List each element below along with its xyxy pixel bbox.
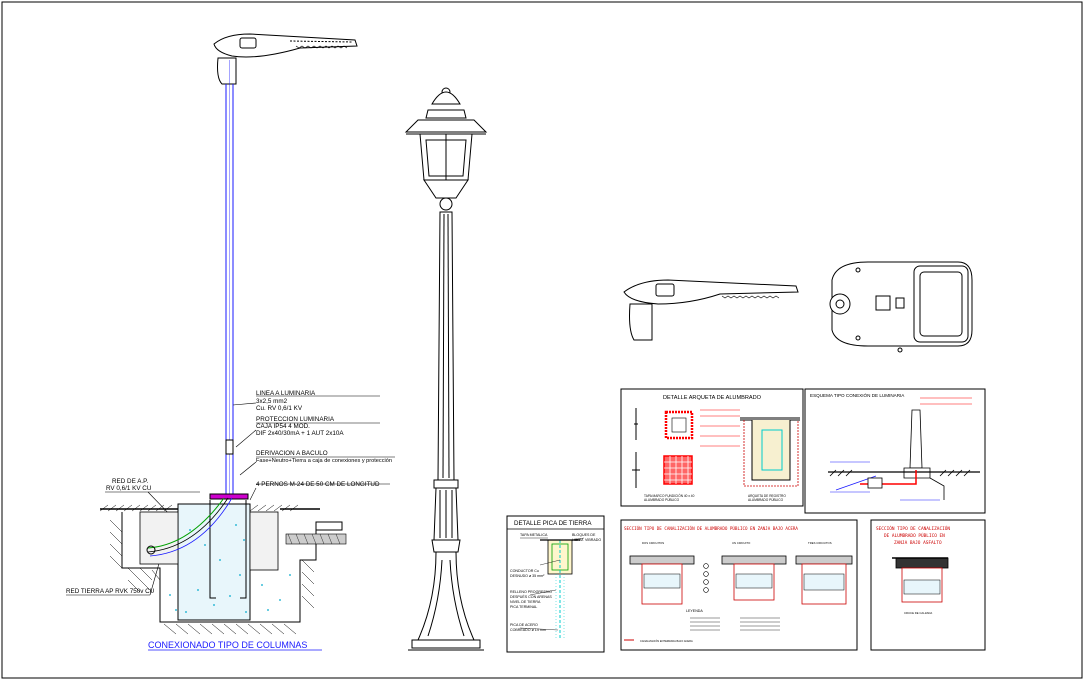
pica-label-conductor: CONDUCTOR Cu [510,569,539,573]
label-pernos: 4 PERNOS M-24 DE 50 CM DE LONGITUD [256,481,380,488]
pica-label-tapa: TAPA METALICA [520,533,548,537]
label-proteccion-dif: DIF 2x40/30mA + 1 AUT 2x10A [256,430,344,437]
column-foundation [99,497,347,635]
pica-label-relleno: RELLENO PROGRESIVO [510,590,552,594]
concrete-dots [169,519,291,613]
arqueta-title: DETALLE ARQUETA DE ALUMBRADO [663,395,762,401]
canalizacion-asfalto-caption: CRUCE DE CALZADA [904,611,932,615]
canalizacion-asfalto-title-3: ZANJA BAJO ASFALTO [894,540,942,546]
left-title: CONEXIONADO TIPO DE COLUMNAS [148,640,307,650]
luminaire-side-view [623,279,799,341]
esquema-title: ESQUEMA TIPO CONEXIÓN DE LUMINARIA [810,392,905,398]
panel-canalizacion-asfalto [870,519,986,651]
panel-esquema [804,388,986,514]
pica-label-relleno-2: DESPUÉS CON ARENAS [510,594,552,599]
label-linea-section: 3x2,5 mm2 [256,398,288,405]
arqueta-caption-right-2: ALUMBRADO PÚBLICO [748,497,784,502]
pica-label-relleno-3: NIVEL DE TIERRA [510,600,541,604]
label-red-ap-cable: RV 0,6/1 KV CU [106,485,152,492]
street-lamp-modern-icon [209,33,358,500]
canalizacion-sub-1: DOS CIRCUITOS [642,541,664,545]
panel-canalizacion-acera [620,519,858,651]
esquema-drawing [828,397,980,501]
label-derivacion-detail: Fase+Neutro+Tierra a caja de conexiones … [256,458,392,464]
arqueta-caption-right: ARQUETA DE REGISTRO [748,494,786,498]
panel-pica [506,515,605,653]
arqueta-caption-left-2: ALUMBRADO PÚBLICO [644,497,680,502]
label-linea-cable: Cu. RV 0,6/1 KV [256,405,303,412]
pica-label-conductor-2: DESNUDO ø 35 mm² [510,574,545,578]
label-red-ap: RED DE A.P. [112,478,149,485]
arqueta-caption-left: TAPA MARCO FUNDICIÓN 40 x 40 [644,493,695,498]
label-proteccion-box: CAJA IP54 4 MOD. [256,423,310,430]
pica-drawing [519,537,585,640]
canalizacion-footer: CANALIZACIÓN ENTERRADA BAJO ACERA [640,638,693,643]
asfalto-trench [892,557,949,603]
pica-label-acero: PICA DE ACERO [510,623,538,627]
label-derivacion: DERIVACION A BACULO [256,450,328,457]
legend-lines [690,617,780,631]
panel-arqueta [620,388,804,507]
arqueta-drawings [632,408,800,488]
canalizacion-sub-2: UN CIRCUITO [732,541,751,545]
pica-label-relleno-4: PICA TERMINAL [510,605,537,609]
canalizacion-asfalto-title: SECCIÓN TIPO DE CANALIZACIÓN [876,525,950,532]
trench-sections [629,555,853,605]
label-linea: LINEA A LUMINARIA [256,390,316,397]
lantern-post-icon [404,87,488,651]
canalizacion-acera-title: SECCIÓN TIPO DE CANALIZACIÓN DE ALUMBRAD… [624,526,798,531]
canalizacion-asfalto-title-2: DE ALUMBRADO PÚBLICO EN [884,532,945,539]
pica-label-bloques-2: HORM. VIBRADO [572,538,601,542]
label-red-tierra: RED TIERRA AP RVK 750v CU [66,588,155,595]
left-leaders [66,395,395,596]
label-proteccion: PROTECCION LUMINARIA [256,416,335,423]
canalizacion-sub-3: TRES CIRCUITOS [808,541,832,545]
pica-title: DETALLE PICA DE TIERRA [514,520,592,527]
pica-label-bloques: BLOQUES DE [572,533,596,537]
pica-label-acero-2: COBREADO ø 14 mm [510,628,546,632]
canalizacion-legend-title: LEYENDA [686,609,703,613]
luminaire-top-view-icon [829,261,973,353]
